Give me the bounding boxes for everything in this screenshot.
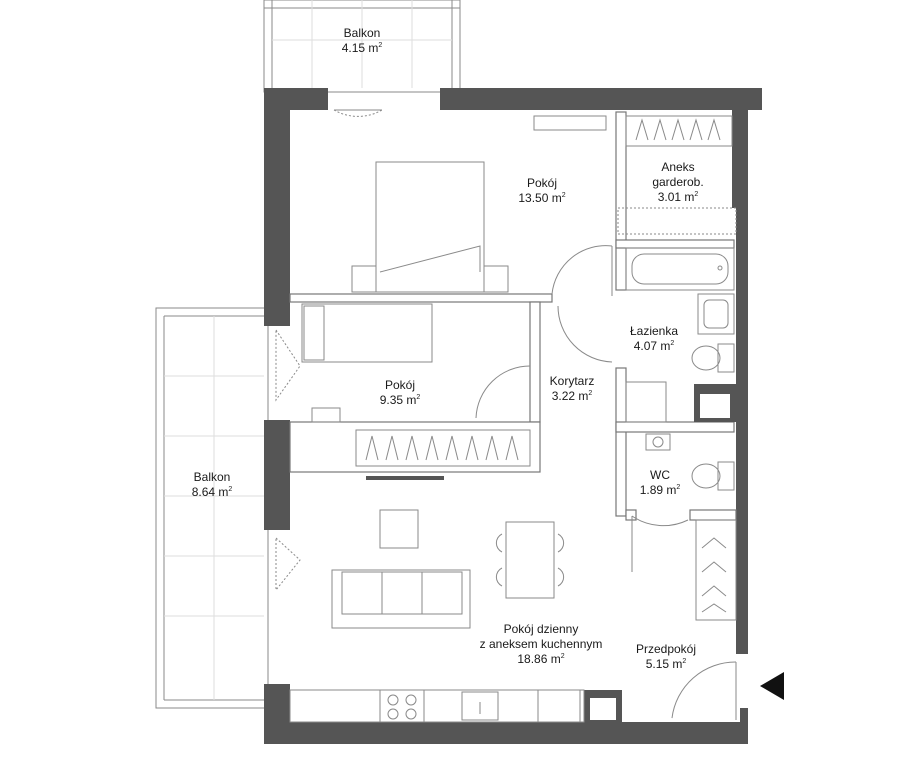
sink-icon <box>461 691 499 721</box>
room-name-line-1: Pokój dzienny <box>503 622 579 636</box>
room-label-pokoj-1: Pokój 13.50 m2 <box>518 176 565 206</box>
bed-icon <box>301 303 433 423</box>
room-name-line-2: garderob. <box>652 175 704 189</box>
sink-icon <box>645 433 671 451</box>
room-area: 8.64 m2 <box>191 485 233 499</box>
room-name-line-1: Aneks <box>661 160 695 174</box>
balcony-left-outline <box>155 307 269 709</box>
room-label-balkon-top: Balkon 4.15 m2 <box>342 26 383 56</box>
toilet-icon <box>691 461 735 491</box>
exterior-walls <box>264 88 762 744</box>
room-area: 1.89 m2 <box>639 483 681 497</box>
room-label-korytarz: Korytarz 3.22 m2 <box>550 374 595 404</box>
room-area: 3.01 m2 <box>657 190 699 204</box>
room-name: Pokój <box>384 378 416 392</box>
balcony-top-outline <box>263 0 461 93</box>
room-name: Balkon <box>343 26 381 40</box>
room-name: Łazienka <box>629 324 679 338</box>
wardrobe-hall <box>695 519 737 621</box>
toilet-icon <box>691 343 735 373</box>
sofa-icon <box>331 569 471 629</box>
entrance-arrow-icon <box>760 672 784 700</box>
shaft-blocks <box>584 384 736 724</box>
sink-icon <box>697 293 735 335</box>
room-name: Pokój <box>526 176 558 190</box>
bathtub-icon <box>625 247 735 291</box>
room-area: 4.07 m2 <box>633 339 675 353</box>
washing-machine-icon <box>625 381 667 423</box>
desk-icon <box>533 115 607 131</box>
room-area: 5.15 m2 <box>645 657 687 671</box>
room-name: Przedpokój <box>635 642 697 656</box>
room-area: 9.35 m2 <box>379 393 421 407</box>
room-area: 4.15 m2 <box>341 41 383 55</box>
room-label-balkon-left: Balkon 8.64 m2 <box>192 470 233 500</box>
dining-table-icon <box>495 521 565 599</box>
room-name-line-2: z aneksem kuchennym <box>479 637 603 651</box>
radiator-icon <box>366 476 444 480</box>
room-label-wc: WC 1.89 m2 <box>640 468 681 498</box>
room-label-przedpokoj: Przedpokój 5.15 m2 <box>636 642 696 672</box>
room-area: 18.86 m2 <box>517 652 565 666</box>
room-area: 13.50 m2 <box>518 191 566 205</box>
coffee-table-icon <box>379 509 419 549</box>
room-label-aneks-garderob: Aneks garderob. 3.01 m2 <box>652 160 703 205</box>
room-name: Balkon <box>193 470 231 484</box>
wardrobe-middle <box>355 429 531 467</box>
room-area: 3.22 m2 <box>551 389 593 403</box>
doors <box>275 109 737 720</box>
fridge-icon <box>537 689 581 723</box>
room-name: Korytarz <box>549 374 595 388</box>
wardrobe-top <box>617 115 737 235</box>
kitchen-counter <box>289 689 585 723</box>
room-label-pokoj-dzienny: Pokój dzienny z aneksem kuchennym 18.86 … <box>480 622 603 667</box>
room-name: WC <box>650 468 670 482</box>
room-label-lazienka: Łazienka 4.07 m2 <box>630 324 678 354</box>
cooktop-icon <box>379 689 425 723</box>
room-label-pokoj-2: Pokój 9.35 m2 <box>380 378 421 408</box>
bed-icon <box>351 161 509 293</box>
